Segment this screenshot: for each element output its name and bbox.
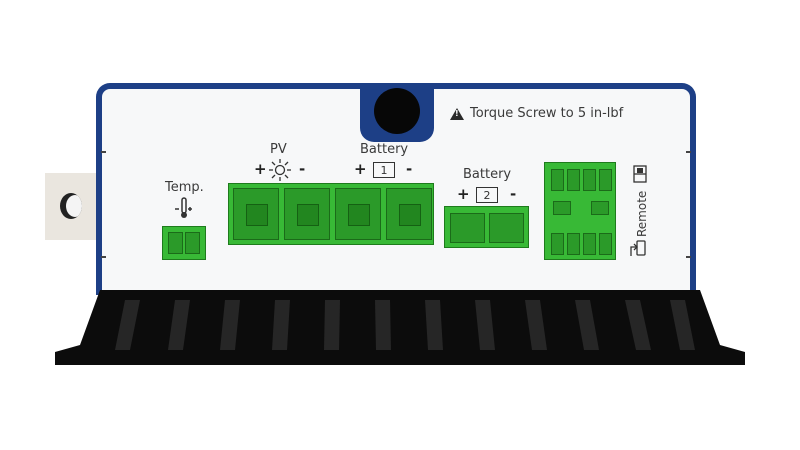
panel-notch-left-bottom	[101, 256, 106, 258]
screw-socket	[348, 204, 370, 226]
remote-latch-left	[553, 201, 571, 215]
battery2-terminal-block	[444, 206, 529, 248]
temp-terminal-slot-1	[168, 232, 183, 254]
remote-pin-bottom-2[interactable]	[567, 233, 580, 255]
battery2-minus-label: -	[510, 185, 517, 203]
panel-notch-right-bottom	[686, 256, 691, 258]
battery-icon: 2	[476, 187, 498, 203]
torque-warning: Torque Screw to 5 in-lbf	[450, 106, 623, 121]
pv-battery-terminal-block	[228, 183, 434, 245]
remote-latch-right	[591, 201, 609, 215]
temp-label: Temp.	[165, 180, 204, 195]
battery1-plus-label: +	[354, 160, 367, 178]
panel-notch-right-top	[686, 151, 691, 153]
remote-label: Remote	[635, 190, 649, 237]
sun-icon	[269, 159, 291, 181]
battery2-plus-label: +	[457, 185, 470, 203]
panel-notch-left-top	[101, 151, 106, 153]
screw-socket	[246, 204, 268, 226]
mounting-hole	[374, 88, 420, 134]
pv-minus-terminal[interactable]	[284, 188, 330, 240]
pv-minus-label: -	[299, 160, 306, 178]
torque-label: Torque Screw to 5 in-lbf	[470, 106, 624, 121]
remote-pin-top-1[interactable]	[551, 169, 564, 191]
battery2-minus-terminal[interactable]	[489, 213, 524, 243]
temp-terminal-slot-2	[185, 232, 200, 254]
battery1-plus-terminal[interactable]	[335, 188, 381, 240]
battery1-label: Battery	[360, 142, 409, 157]
screw-socket	[297, 204, 319, 226]
battery1-minus-terminal[interactable]	[386, 188, 432, 240]
battery2-label: Battery	[463, 167, 512, 182]
remote-pin-top-2[interactable]	[567, 169, 580, 191]
remote-icon	[630, 240, 646, 256]
battery1-minus-label: -	[406, 160, 413, 178]
pv-label: PV	[270, 142, 287, 157]
bolt-icon	[60, 193, 82, 219]
remote-pin-top-3[interactable]	[583, 169, 596, 191]
pv-plus-label: +	[254, 160, 267, 178]
remote-pin-top-4[interactable]	[599, 169, 612, 191]
battery2-plus-terminal[interactable]	[450, 213, 485, 243]
remote-switch-icon	[633, 165, 647, 183]
temp-sensor-terminal[interactable]	[162, 226, 206, 260]
pv-plus-terminal[interactable]	[233, 188, 279, 240]
thermometer-icon	[175, 197, 192, 218]
remote-pin-bottom-3[interactable]	[583, 233, 596, 255]
screw-socket	[399, 204, 421, 226]
heatsink	[55, 290, 745, 365]
remote-terminal-block	[544, 162, 616, 260]
remote-pin-bottom-4[interactable]	[599, 233, 612, 255]
remote-pin-bottom-1[interactable]	[551, 233, 564, 255]
warning-icon	[450, 107, 464, 120]
battery-icon: 1	[373, 162, 395, 178]
